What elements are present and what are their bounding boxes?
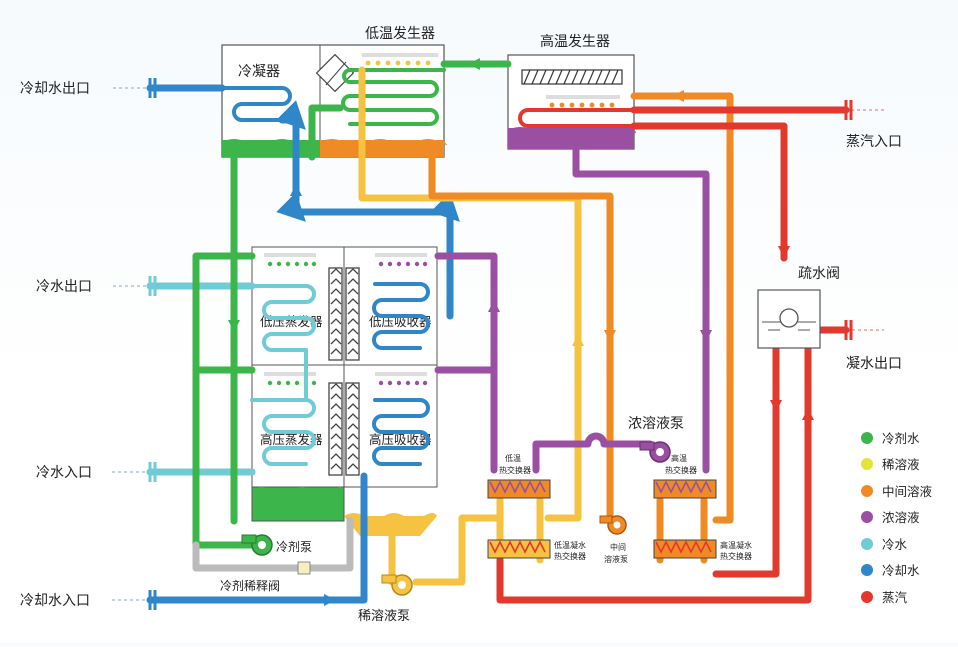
steam-to-drain-valve xyxy=(630,122,788,262)
refrigerant-pump-line xyxy=(192,252,256,549)
condenser-generator-unit xyxy=(221,44,448,158)
evaporator-absorber-tower xyxy=(251,246,438,536)
refrigerant-pump-label: 冷剂泵 xyxy=(276,539,312,554)
intermediate-solution-pump[interactable] xyxy=(599,515,627,535)
cooling-water-inlet-arrow xyxy=(324,594,336,606)
lt-condensate-hx-label-2: 热交换器 xyxy=(554,551,586,561)
condensate-arrow-2 xyxy=(802,408,814,420)
low-temp-heat-exchanger xyxy=(487,479,551,499)
legend-swatch xyxy=(861,432,873,444)
legend-label: 中间溶液 xyxy=(882,484,933,499)
cooling-water-coil-high xyxy=(372,398,430,466)
legend-swatch xyxy=(861,564,873,576)
intermediate-arrow-down xyxy=(604,330,616,342)
legend-item: 浓溶液 xyxy=(861,510,920,525)
high-pressure-evaporator-label: 高压蒸发器 xyxy=(260,432,323,447)
dilute-solution-pump[interactable] xyxy=(381,574,413,596)
legend-label: 浓溶液 xyxy=(882,510,920,525)
legend-swatch xyxy=(861,485,873,497)
high-temp-generator-unit xyxy=(507,54,636,150)
cooling-water-internal-pipe xyxy=(276,100,460,320)
ht-condensate-hx-label-1: 高温凝水 xyxy=(720,540,752,550)
refrigerant-arrow-left xyxy=(468,58,480,70)
refrigerant-arrow-down xyxy=(228,320,240,332)
condensate-outlet-label: 凝水出口 xyxy=(846,356,902,372)
dilution-valve[interactable] xyxy=(297,561,311,575)
drain-valve[interactable] xyxy=(757,289,821,349)
intermediate-pump-label-2: 溶液泵 xyxy=(604,554,628,564)
steam-arrow-down xyxy=(778,246,790,258)
high-temp-heat-exchanger xyxy=(653,479,717,499)
low-temp-condensate-heat-exchanger xyxy=(487,539,551,559)
legend-label: 蒸汽 xyxy=(882,590,908,605)
chilled-water-inlet-label: 冷水入口 xyxy=(36,465,92,481)
legend: 冷剂水 稀溶液 中间溶液 浓溶液 冷水 冷却水 蒸汽 xyxy=(861,431,933,605)
cooling-water-coil-low xyxy=(372,282,430,350)
dilution-valve-line xyxy=(192,516,354,572)
steam-inlet-label: 蒸汽入口 xyxy=(846,134,902,150)
drops-high-temp-generator xyxy=(549,102,615,108)
condenser-coil xyxy=(220,86,292,122)
concentrated-from-ht-gen xyxy=(572,145,710,474)
legend-swatch xyxy=(861,591,873,603)
chilled-water-coil-high xyxy=(250,398,316,466)
concentrated-arrow-up xyxy=(488,300,500,312)
refrigerant-pump[interactable] xyxy=(241,534,273,556)
ht-hx-label-2: 热交换器 xyxy=(665,465,697,475)
dilute-arrow-up xyxy=(572,334,584,346)
dilute-solution-pump-line xyxy=(388,514,504,586)
ht-condensate-hx-label-2: 热交换器 xyxy=(720,551,752,561)
legend-swatch xyxy=(861,538,873,550)
concentrated-pump-line xyxy=(532,432,654,474)
intermediate-from-lt-gen xyxy=(428,153,614,524)
cooling-water-outlet-label: 冷却水出口 xyxy=(20,81,90,97)
legend-item: 稀溶液 xyxy=(861,457,920,472)
high-pressure-absorber-label: 高压吸收器 xyxy=(369,432,432,447)
low-temp-generator-label: 低温发生器 xyxy=(365,26,435,42)
legend-swatch xyxy=(861,458,873,470)
cooling-water-arrow-up xyxy=(290,184,302,196)
legend-label: 冷水 xyxy=(882,537,908,552)
concentrated-arrow-down xyxy=(700,330,712,342)
condensate-loop xyxy=(496,344,812,604)
concentrated-to-absorber xyxy=(434,252,498,474)
legend-label: 冷却水 xyxy=(882,563,920,578)
legend-swatch xyxy=(861,511,873,523)
lt-hx-label-1: 低温 xyxy=(505,453,521,463)
chilled-water-coil-low xyxy=(250,284,316,352)
drops-low-temp-generator xyxy=(365,60,431,66)
condenser-label: 冷凝器 xyxy=(238,64,280,80)
concentrated-solution-pump[interactable] xyxy=(639,441,671,463)
dilute-solution-pump-label: 稀溶液泵 xyxy=(358,609,410,624)
lt-condensate-hx-label-1: 低温凝水 xyxy=(554,540,586,550)
legend-item: 冷却水 xyxy=(861,563,920,578)
chilled-water-outlet-label: 冷水出口 xyxy=(36,279,92,295)
legend-item: 中间溶液 xyxy=(861,484,933,499)
condensate-arrow-1 xyxy=(770,400,782,412)
concentrated-pump-label: 浓溶液泵 xyxy=(628,416,684,432)
high-temp-generator-label: 高温发生器 xyxy=(540,33,610,50)
cooling-water-inlet-pipe xyxy=(146,472,368,604)
lt-hx-label-2: 热交换器 xyxy=(499,465,531,475)
high-temp-generator-coil xyxy=(518,108,636,128)
legend-label: 稀溶液 xyxy=(882,457,920,472)
dilution-valve-label: 冷剂稀释阀 xyxy=(220,578,280,593)
drain-valve-label: 疏水阀 xyxy=(798,266,840,282)
legend-label: 冷剂水 xyxy=(882,431,920,446)
legend-item: 蒸汽 xyxy=(861,590,908,605)
legend-item: 冷水 xyxy=(861,537,908,552)
high-temp-condensate-heat-exchanger xyxy=(653,539,717,559)
ht-hx-label-1: 高温 xyxy=(671,453,687,463)
cooling-water-inlet-label: 冷却水入口 xyxy=(20,593,90,609)
legend-item: 冷剂水 xyxy=(861,431,920,446)
intermediate-pump-label-1: 中间 xyxy=(610,542,626,552)
intermediate-arrow-left xyxy=(672,90,684,102)
